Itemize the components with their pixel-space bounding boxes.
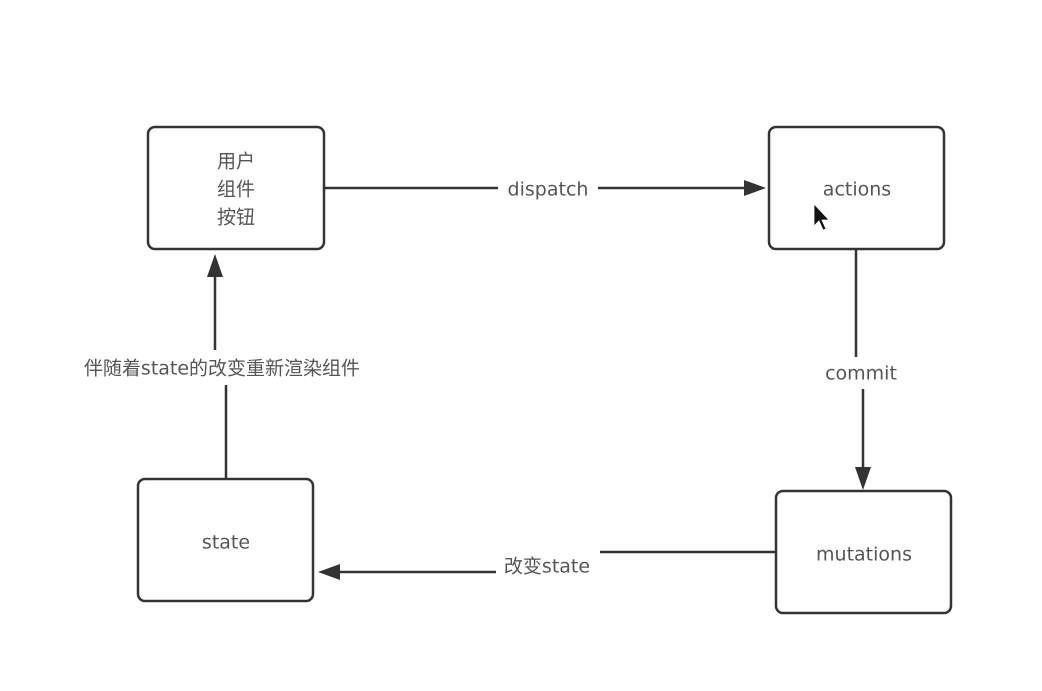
edge-mutate-state: 改变state (318, 550, 776, 580)
edge-label-mutate-state: 改变state (504, 556, 590, 578)
node-actions-label: actions (823, 179, 891, 201)
node-user-component[interactable]: 用户 组件 按钮 (146, 125, 326, 251)
arrowhead-commit (855, 467, 871, 490)
node-user-line-2: 组件 (217, 179, 255, 201)
edge-render: 伴随着state的改变重新渲染组件 (84, 254, 360, 478)
edge-commit: commit (825, 250, 897, 490)
node-mutations-label: mutations (816, 544, 912, 566)
arrowhead-mutate-state (318, 564, 340, 580)
node-state-label: state (202, 532, 250, 554)
node-user-line-1: 用户 (217, 151, 255, 173)
node-actions[interactable]: actions (767, 125, 946, 251)
node-state[interactable]: state (136, 477, 315, 603)
edge-label-render: 伴随着state的改变重新渲染组件 (84, 358, 360, 380)
edge-dispatch: dispatch (324, 179, 766, 201)
arrowhead-dispatch (744, 180, 766, 196)
arrowhead-render (207, 254, 223, 277)
edge-label-commit: commit (825, 363, 897, 385)
mouse-pointer-icon (813, 202, 830, 231)
edge-label-dispatch: dispatch (508, 179, 589, 201)
node-user-line-3: 按钮 (217, 207, 255, 229)
node-mutations[interactable]: mutations (774, 489, 953, 615)
